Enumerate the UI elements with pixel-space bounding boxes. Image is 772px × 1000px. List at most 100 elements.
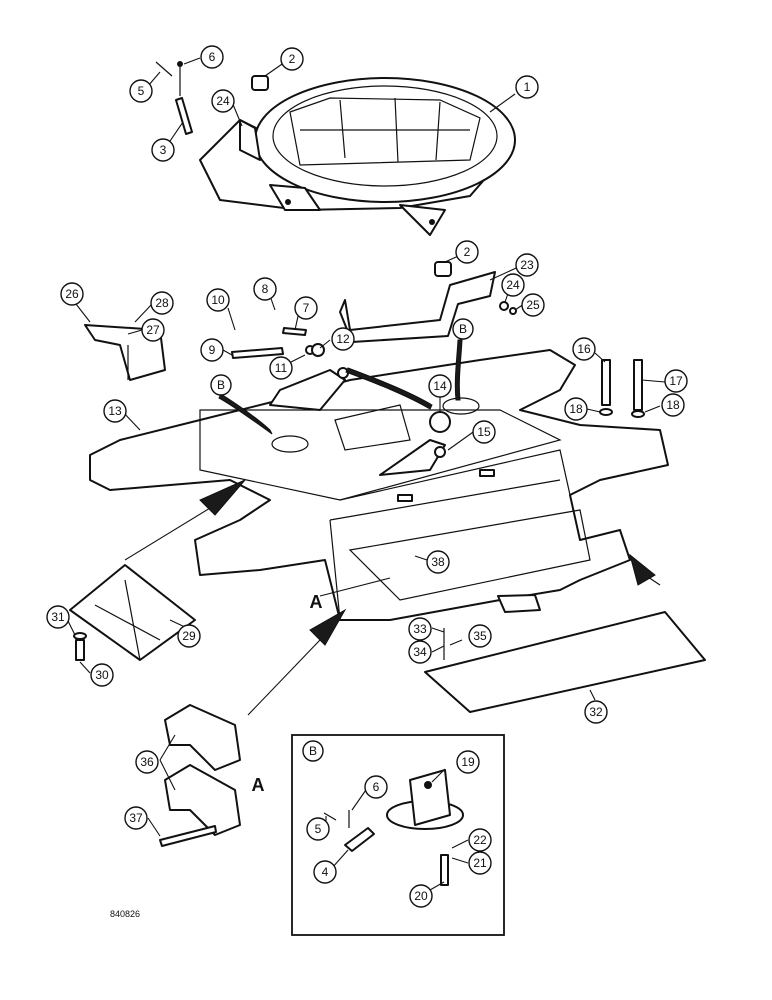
svg-text:7: 7 <box>303 301 310 315</box>
svg-text:35: 35 <box>473 629 487 643</box>
callout-1: 1 <box>515 75 539 99</box>
svg-text:33: 33 <box>413 622 427 636</box>
svg-text:31: 31 <box>51 610 65 624</box>
svg-text:6: 6 <box>209 50 216 64</box>
callout-20: 20 <box>409 884 433 908</box>
frame-bolts <box>599 359 645 418</box>
callout-9: 9 <box>200 338 224 362</box>
svg-text:28: 28 <box>155 296 169 310</box>
callout-32: 32 <box>584 700 608 724</box>
callout-38: 38 <box>426 550 450 574</box>
callout-27: 27 <box>141 318 165 342</box>
svg-text:3: 3 <box>160 143 167 157</box>
svg-text:B: B <box>217 378 225 392</box>
callout-4: 4 <box>313 860 337 884</box>
svg-text:37: 37 <box>129 811 143 825</box>
svg-text:24: 24 <box>216 94 230 108</box>
callout-28: 28 <box>150 291 174 315</box>
svg-text:25: 25 <box>526 298 540 312</box>
callout-21: 21 <box>468 851 492 875</box>
pivot-pin-hardware <box>231 327 325 359</box>
view-letter-a-detail: A <box>252 775 265 795</box>
svg-text:6: 6 <box>373 780 380 794</box>
callout-3: 3 <box>151 138 175 162</box>
callout-16: 16 <box>572 337 596 361</box>
svg-text:2: 2 <box>289 52 296 66</box>
svg-text:4: 4 <box>322 865 329 879</box>
callout-15: 15 <box>472 420 496 444</box>
callout-2-mid: 2 <box>455 240 479 264</box>
callout-6-box: 6 <box>364 775 388 799</box>
callout-13: 13 <box>103 399 127 423</box>
svg-text:5: 5 <box>315 822 322 836</box>
svg-text:B: B <box>309 744 317 758</box>
svg-text:26: 26 <box>65 287 79 301</box>
callout-29: 29 <box>177 624 201 648</box>
svg-text:24: 24 <box>506 278 520 292</box>
callout-24-top: 24 <box>211 89 235 113</box>
callout-18-left: 18 <box>564 397 588 421</box>
callout-12: 12 <box>331 327 355 351</box>
svg-text:16: 16 <box>577 342 591 356</box>
callout-6-top: 6 <box>200 45 224 69</box>
callout-5-top: 5 <box>129 79 153 103</box>
callout-8: 8 <box>253 277 277 301</box>
callout-22: 22 <box>468 828 492 852</box>
callout-24-mid: 24 <box>501 273 525 297</box>
svg-text:30: 30 <box>95 668 109 682</box>
detail-box-b-label: B <box>302 740 324 762</box>
turntable-ring <box>199 77 516 236</box>
svg-text:36: 36 <box>140 755 154 769</box>
callout-10: 10 <box>206 288 230 312</box>
svg-text:34: 34 <box>413 645 427 659</box>
pin-assembly-top <box>155 61 193 135</box>
mounting-bracket <box>339 261 517 343</box>
svg-text:15: 15 <box>477 425 491 439</box>
hydraulic-hoses <box>218 339 463 435</box>
svg-text:13: 13 <box>108 404 122 418</box>
callout-11: 11 <box>269 356 293 380</box>
view-letter-a-main: A <box>310 592 323 612</box>
svg-text:B: B <box>459 322 467 336</box>
callout-36: 36 <box>135 750 159 774</box>
callout-14: 14 <box>428 374 452 398</box>
svg-text:18: 18 <box>666 398 680 412</box>
svg-text:29: 29 <box>182 629 196 643</box>
callout-37: 37 <box>124 806 148 830</box>
svg-text:32: 32 <box>589 705 603 719</box>
svg-text:10: 10 <box>211 293 225 307</box>
callout-2-top: 2 <box>280 47 304 71</box>
svg-text:9: 9 <box>209 343 216 357</box>
callout-25: 25 <box>521 293 545 317</box>
svg-text:19: 19 <box>461 755 475 769</box>
svg-text:23: 23 <box>520 258 534 272</box>
hose-label-b-left: B <box>210 374 232 396</box>
svg-text:1: 1 <box>524 80 531 94</box>
bushing-top <box>251 75 269 91</box>
callout-31: 31 <box>46 605 70 629</box>
callout-23: 23 <box>515 253 539 277</box>
mounting-pad <box>69 564 196 661</box>
bottom-cover-plate <box>424 611 706 713</box>
figure-code: 840826 <box>110 909 140 919</box>
svg-text:11: 11 <box>275 361 288 375</box>
callout-5-box: 5 <box>306 817 330 841</box>
callout-30: 30 <box>90 663 114 687</box>
svg-text:5: 5 <box>138 84 145 98</box>
callout-34: 34 <box>408 640 432 664</box>
svg-text:17: 17 <box>669 374 683 388</box>
callout-18-right: 18 <box>661 393 685 417</box>
callout-7: 7 <box>294 296 318 320</box>
callout-35: 35 <box>468 624 492 648</box>
callout-19: 19 <box>456 750 480 774</box>
hose-label-b-right: B <box>452 318 474 340</box>
callout-17: 17 <box>664 369 688 393</box>
svg-text:21: 21 <box>473 856 487 870</box>
main-frame <box>89 349 669 621</box>
svg-text:38: 38 <box>431 555 445 569</box>
svg-text:2: 2 <box>464 245 471 259</box>
svg-text:8: 8 <box>262 282 269 296</box>
svg-text:18: 18 <box>569 402 583 416</box>
svg-text:20: 20 <box>414 889 428 903</box>
